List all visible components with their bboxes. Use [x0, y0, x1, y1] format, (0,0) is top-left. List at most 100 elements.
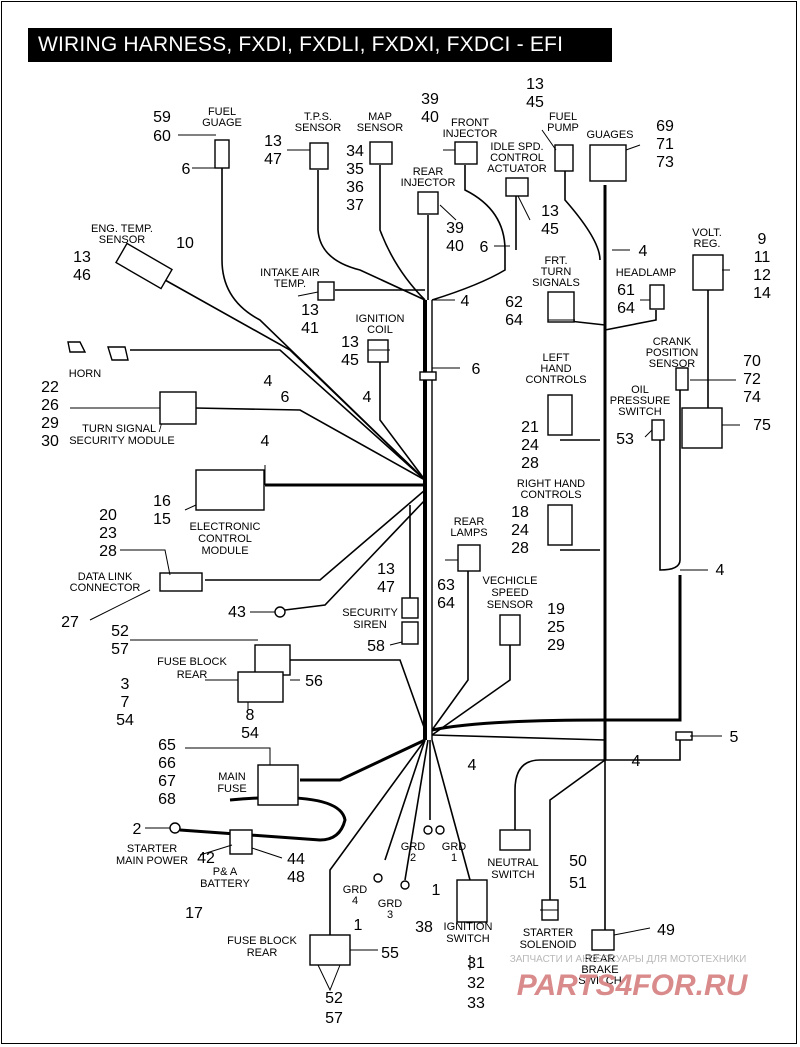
callout-63: 63: [437, 577, 455, 594]
label-crank-1: CRANK: [653, 336, 692, 348]
callout-46-eng: 46: [73, 267, 91, 284]
callout-57-bottom: 57: [325, 1010, 343, 1027]
label-starter-main-2: MAIN POWER: [116, 855, 188, 867]
label-idle-2: CONTROL: [490, 152, 544, 164]
label-right-hand-1: RIGHT HAND: [517, 478, 585, 490]
label-horn: HORN: [69, 368, 101, 380]
callout-6-horn: 6: [281, 389, 290, 406]
label-speed-2: SPEED: [491, 587, 528, 599]
label-map-2: SENSOR: [357, 122, 404, 134]
label-pa-battery-1: P& A: [213, 866, 238, 878]
callout-51: 51: [569, 875, 587, 892]
callout-19: 19: [547, 601, 565, 618]
callout-52-top: 52: [111, 623, 129, 640]
wire-tps: [317, 170, 426, 301]
label-map-1: MAP: [368, 111, 392, 123]
label-frt-turn-2: TURN: [541, 266, 572, 278]
ecm-block: [195, 469, 265, 511]
map-connector: [369, 141, 393, 165]
rear-lamps-connector: [457, 544, 481, 572]
label-crank-2: POSITION: [646, 347, 699, 359]
callout-21: 21: [521, 419, 539, 436]
wire-neutral: [514, 759, 605, 840]
turn-signal-module: [159, 391, 197, 425]
label-speed-1: VECHICLE: [482, 575, 537, 587]
label-ign-switch-1: IGNITION: [444, 921, 493, 933]
oil-pressure-switch: [651, 419, 665, 441]
callout-2: 2: [133, 821, 142, 838]
wire-right-lower-2: [431, 734, 606, 741]
callout-27: 27: [61, 614, 79, 631]
label-grd3-b: 3: [387, 909, 393, 921]
label-rear-lamps-2: LAMPS: [450, 527, 487, 539]
label-solenoid-2: SOLENOID: [520, 939, 577, 951]
grd-3-terminal: [400, 880, 410, 890]
callout-31: 31: [467, 955, 485, 972]
label-brake-1: REAR: [585, 953, 616, 965]
label-ecm-1: ELECTRONIC: [190, 521, 261, 533]
data-link-connector: [159, 572, 203, 592]
callout-64-lamps: 64: [437, 595, 455, 612]
callout-16: 16: [153, 493, 171, 510]
label-siren-2: SIREN: [353, 619, 387, 631]
callout-6-idle: 6: [480, 239, 489, 256]
callout-8: 8: [246, 707, 255, 724]
callout-37: 37: [346, 197, 364, 214]
callout-13-siren: 13: [377, 561, 395, 578]
label-volt-reg-2: REG.: [694, 238, 721, 250]
label-brake-3: SWITCH: [578, 975, 621, 987]
ignition-switch-block: [456, 879, 488, 923]
wire-turn-signal: [194, 407, 426, 481]
callout-59: 59: [153, 109, 171, 126]
label-data-link-1: DATA LINK: [78, 571, 133, 583]
callout-71: 71: [656, 136, 674, 153]
rear-brake-connector: [591, 929, 615, 951]
label-main-fuse-1: MAIN: [218, 771, 246, 783]
callout-48: 48: [287, 869, 305, 886]
wire-main-fuse: [300, 738, 426, 782]
callout-53: 53: [616, 431, 634, 448]
label-rear-injector-1: REAR: [413, 166, 444, 178]
wire-right-lower: [431, 575, 682, 732]
label-intake-air-1: INTAKE AIR: [260, 267, 320, 279]
watermark-caption: ЗАПЧАСТИ И АКСЕССУАРЫ ДЛЯ МОТОТЕХНИКИ: [510, 954, 747, 965]
callout-32: 32: [467, 975, 485, 992]
callout-4-coil: 4: [363, 389, 372, 406]
siren-body: [401, 621, 419, 645]
callout-41-intake: 41: [301, 320, 319, 337]
callout-28-dl: 28: [99, 543, 117, 560]
idle-connector: [505, 177, 529, 197]
wire-fuse-rear: [290, 659, 426, 731]
label-crank-3: SENSOR: [649, 358, 696, 370]
grd-1-terminal: [423, 825, 433, 835]
callout-47-siren: 47: [377, 579, 395, 596]
eng-temp-sensor: [115, 242, 173, 290]
callout-4-top: 4: [461, 293, 470, 310]
label-solenoid-1: STARTER: [523, 927, 573, 939]
wire-fuel-gauge: [221, 168, 426, 481]
callout-42: 42: [197, 850, 215, 867]
clip-6-mid: [419, 371, 437, 381]
callout-69: 69: [656, 118, 674, 135]
grd-2-terminal: [435, 825, 445, 835]
label-turn-signal-1: TURN SIGNAL /: [82, 423, 163, 435]
callout-49: 49: [657, 922, 675, 939]
callout-1-grd: 1: [354, 917, 363, 934]
ignition-coil-connector: [367, 339, 389, 363]
callout-64-frt: 64: [505, 312, 523, 329]
label-front-injector-2: INJECTOR: [443, 128, 498, 140]
wire-grd3: [404, 739, 429, 881]
callout-39-front: 39: [421, 91, 439, 108]
callout-58: 58: [367, 638, 385, 655]
label-neutral-1: NEUTRAL: [487, 857, 538, 869]
label-frt-turn-1: FRT.: [544, 255, 567, 267]
label-guages: GUAGES: [586, 129, 633, 141]
rear-injector-connector: [417, 191, 439, 215]
terminal-43: [274, 606, 286, 618]
callout-26: 26: [41, 397, 59, 414]
callout-6-right: 6: [472, 361, 481, 378]
wire-coil: [379, 360, 426, 481]
callout-67: 67: [158, 773, 176, 790]
callout-40-rear: 40: [446, 238, 464, 255]
